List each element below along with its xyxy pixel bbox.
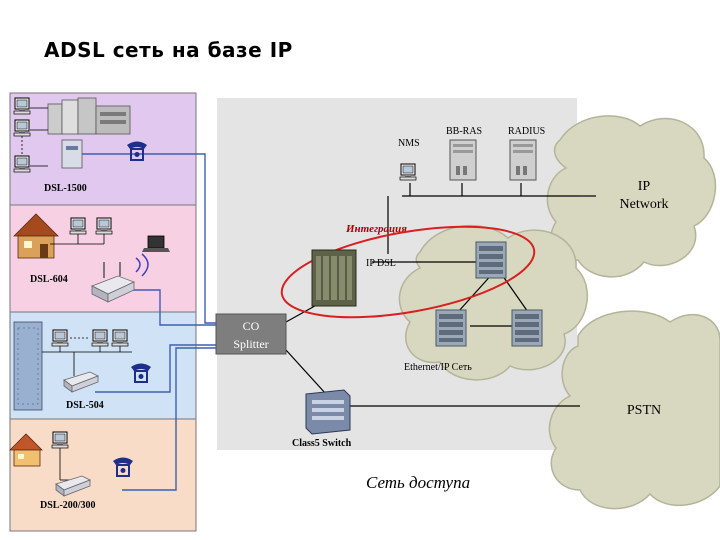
house-icon [13,213,59,259]
label-ip-network-1: IP [638,179,651,194]
modem-icon [61,139,83,169]
server-icon [449,139,477,181]
pc-icon [13,97,31,173]
label-class5-switch: Class5 Switch [292,438,352,449]
label-nms: NMS [398,138,420,149]
label-dsl-504: DSL-504 [66,400,104,411]
tower-building-icon [13,321,43,411]
panel-house [9,418,197,532]
label-dsl-604: DSL-604 [30,274,68,285]
pstn-cloud [548,310,720,510]
office-lan [21,107,48,167]
label-pstn: PSTN [627,403,661,418]
pc-icon [51,431,69,449]
building-lan [42,337,132,376]
co-splitter [215,313,287,355]
label-radius: RADIUS [508,126,545,137]
router-icon [91,253,149,303]
switch-icon [305,389,351,435]
page-title: ADSL сеть на базе IP [44,38,293,62]
label-bb-ras: BB-RAS [446,126,482,137]
label-co: CO [243,319,260,333]
server-icon [509,139,537,181]
label-integration: Интеграция [345,223,407,235]
home-lan [50,234,105,245]
label-splitter: Splitter [233,337,268,351]
label-dsl-1500: DSL-1500 [44,183,87,194]
integration-highlight [280,225,536,319]
label-dsl-200-300: DSL-200/300 [40,500,96,511]
switch-icon [511,309,543,347]
switch-icon [435,309,467,347]
dslam-icon [311,249,357,307]
label-access-network: Сеть доступа [366,473,470,492]
ip-network-cloud [546,115,717,278]
label-ip-dslam: IP DSL [366,258,396,269]
laptop-icon [142,235,170,252]
office-building-icon [47,97,131,135]
label-ethernet-ip: Ethernet/IP Сеть [404,362,472,373]
house-icon [9,433,43,467]
switch-icon [475,241,507,279]
label-ip-network-2: Network [620,197,669,212]
pc-icon [399,163,417,181]
